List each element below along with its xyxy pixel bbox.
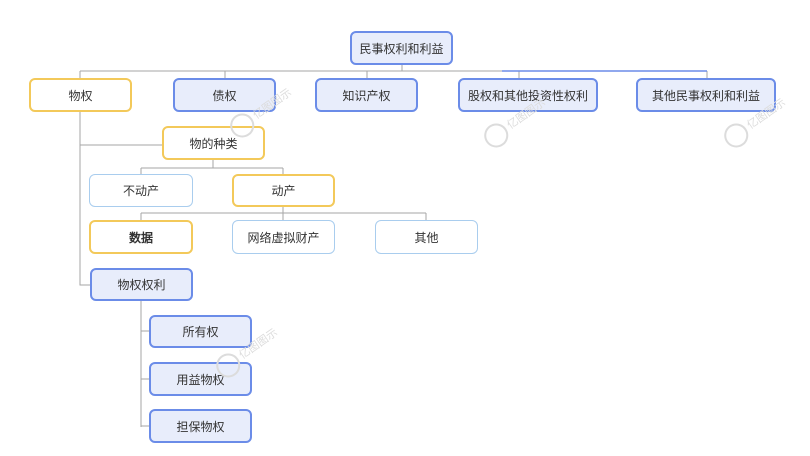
node-data[interactable]: 数据: [89, 220, 193, 254]
connector-wuquan-trunk: [79, 112, 162, 286]
node-wuquan[interactable]: 物权: [29, 78, 132, 112]
node-other-rights[interactable]: 其他民事权利和利益: [636, 78, 776, 112]
connector-movable-bus: [140, 207, 427, 220]
node-root[interactable]: 民事权利和利益: [350, 31, 453, 65]
node-rights[interactable]: 物权权利: [90, 268, 193, 301]
connector-kinds-bus: [140, 160, 284, 174]
node-virtual-property[interactable]: 网络虚拟财产: [232, 220, 335, 254]
node-kinds[interactable]: 物的种类: [162, 126, 265, 160]
node-security-interest[interactable]: 担保物权: [149, 409, 252, 443]
node-movable[interactable]: 动产: [232, 174, 335, 207]
connector-rights-trunk: [140, 301, 150, 427]
node-zhaiquan[interactable]: 债权: [173, 78, 276, 112]
node-intellectual-property[interactable]: 知识产权: [315, 78, 418, 112]
node-usufruct[interactable]: 用益物权: [149, 362, 252, 396]
node-immovable[interactable]: 不动产: [89, 174, 193, 207]
node-equity-rights[interactable]: 股权和其他投资性权利: [458, 78, 598, 112]
node-other[interactable]: 其他: [375, 220, 478, 254]
connector-root-bus: [79, 65, 708, 78]
node-ownership[interactable]: 所有权: [149, 315, 252, 348]
